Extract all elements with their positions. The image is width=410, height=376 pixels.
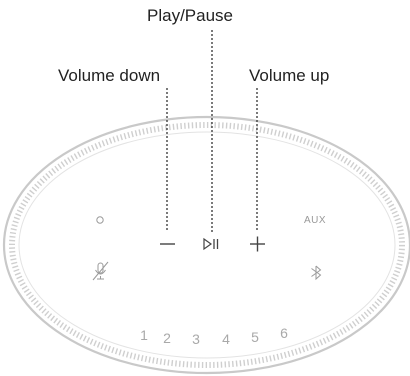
volume-up-callout: Volume up [249, 66, 330, 85]
bluetooth-icon[interactable] [311, 265, 322, 281]
preset-button-2[interactable]: 2 [163, 330, 171, 346]
plus-icon[interactable] [250, 236, 265, 252]
speaker-grille-ring-inner [18, 131, 396, 359]
action-button-icon[interactable] [96, 216, 104, 224]
preset-button-3[interactable]: 3 [192, 331, 200, 347]
microphone-off-icon[interactable] [92, 261, 109, 281]
preset-button-6[interactable]: 6 [280, 325, 288, 341]
play-pause-callout: Play/Pause [147, 6, 233, 25]
volume-down-callout: Volume down [58, 66, 161, 85]
play-pause-icon[interactable] [203, 237, 219, 251]
aux-label[interactable]: AUX [304, 215, 327, 226]
preset-button-4[interactable]: 4 [222, 331, 230, 347]
speaker-outline [2, 115, 410, 375]
preset-button-5[interactable]: 5 [251, 329, 259, 345]
preset-button-1[interactable]: 1 [140, 327, 148, 343]
speaker-grille-ring [9, 122, 405, 368]
